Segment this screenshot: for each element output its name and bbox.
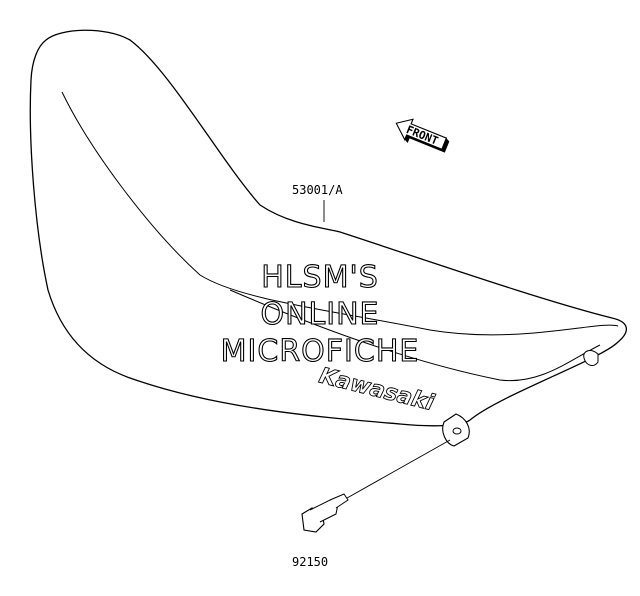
seat-lower-seam	[229, 289, 601, 382]
watermark-line-1: HLSM'S	[261, 260, 379, 295]
watermark-line-2: ONLINE	[260, 297, 379, 332]
part-number-bolt: 92150	[292, 555, 328, 569]
front-mount-tab	[442, 413, 470, 447]
flange-bolt-icon	[301, 493, 349, 533]
bolt-leader-line	[339, 439, 451, 503]
mount-hole	[452, 427, 462, 435]
front-arrow-label: FRONT	[404, 123, 440, 148]
rear-mount-bracket	[583, 350, 599, 366]
watermark-line-3: MICROFICHE	[221, 334, 420, 369]
part-number-seat: 53001/A	[292, 183, 343, 197]
seat-edge-line	[61, 91, 619, 336]
front-arrow-icon: FRONT	[395, 118, 450, 153]
seat-outline	[29, 29, 627, 427]
